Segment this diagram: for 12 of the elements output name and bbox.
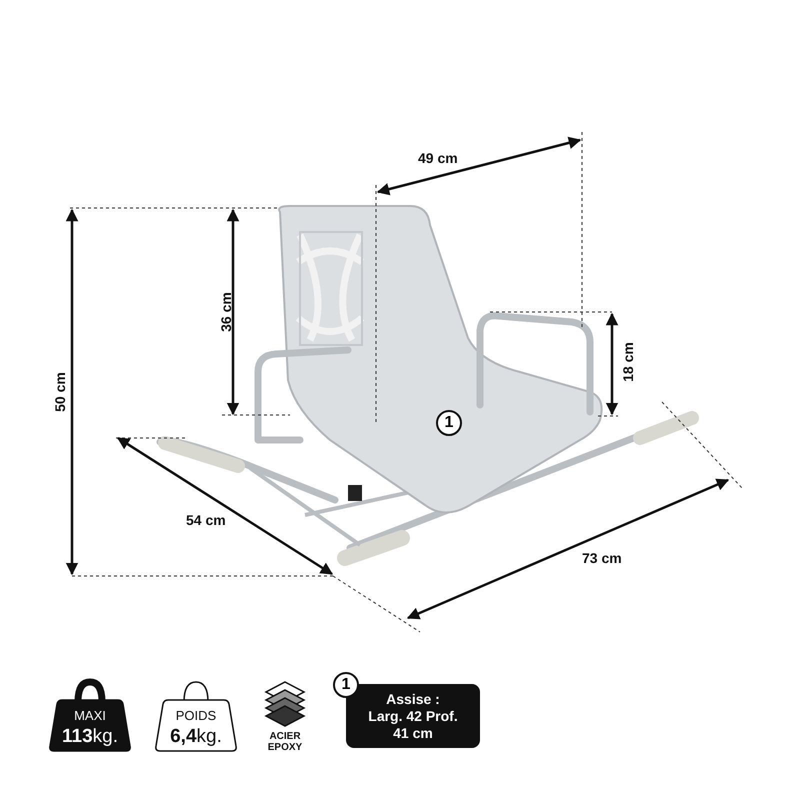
weight-caption: MAXI — [73, 708, 107, 723]
dimension-label: 36 cm — [218, 292, 234, 332]
dimension-label: 18 cm — [620, 342, 636, 382]
callout-number: 1 — [333, 672, 359, 698]
weight-value: 6,4kg. — [169, 726, 223, 747]
dimension-label: 49 cm — [418, 150, 458, 166]
dimension-label: 54 cm — [186, 512, 226, 528]
weight-caption: POIDS — [174, 708, 218, 723]
weight-value: 113kg. — [60, 726, 119, 747]
dimension-label: 50 cm — [52, 372, 68, 412]
dimension-label: 73 cm — [582, 550, 622, 566]
material-label: ACIER EPOXY — [266, 731, 304, 753]
